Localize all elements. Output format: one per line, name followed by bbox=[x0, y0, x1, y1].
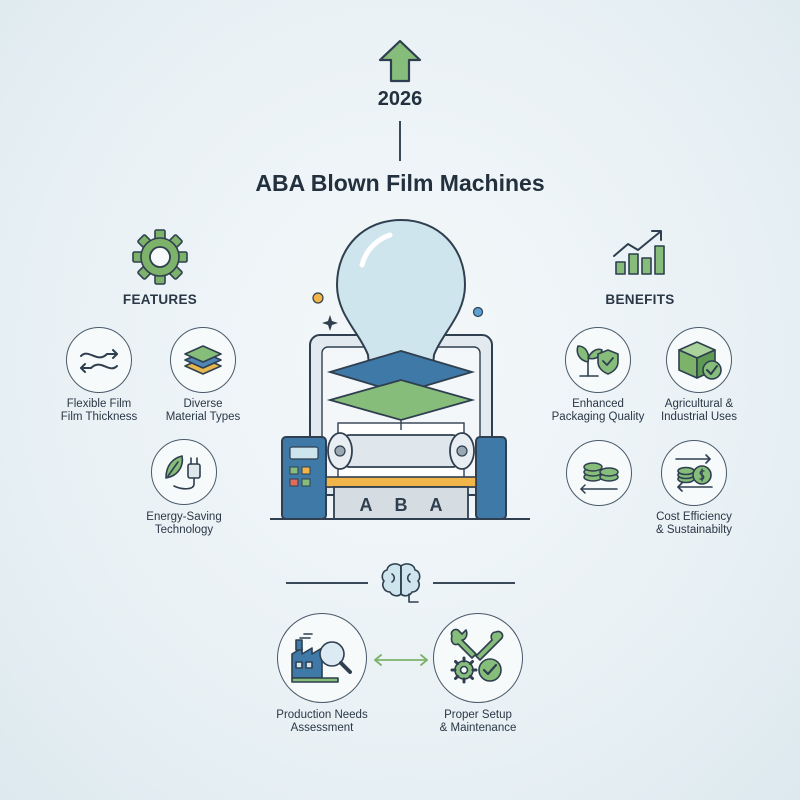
bottom-divider-right bbox=[433, 582, 515, 584]
benefit-packaging-quality-label: Enhanced Packaging Quality bbox=[543, 398, 653, 424]
production-needs-line1: Production Needs bbox=[276, 709, 368, 721]
benefit-agricultural-circle bbox=[666, 327, 732, 393]
setup-maintenance-line2: & Maintenance bbox=[439, 722, 517, 734]
factory-search-icon bbox=[291, 633, 352, 683]
layers-icon bbox=[184, 345, 222, 375]
feature-energy-saving-line2: Technology bbox=[154, 524, 214, 536]
up-arrow-icon bbox=[378, 39, 422, 83]
top-roller bbox=[339, 434, 463, 468]
production-needs-line2: Assessment bbox=[290, 722, 354, 734]
setup-maintenance-label: Proper Setup & Maintenance bbox=[418, 709, 538, 735]
machine-label-b: B bbox=[395, 495, 408, 515]
flow-arrows-icon bbox=[80, 349, 118, 373]
benefit-packaging-quality-circle bbox=[565, 327, 631, 393]
feature-diverse-material-label: Diverse Material Types bbox=[148, 398, 258, 424]
features-heading: FEATURES bbox=[122, 292, 198, 307]
machine-label-a1: A bbox=[360, 495, 373, 515]
feature-flexible-film-line1: Flexible Film bbox=[66, 398, 132, 410]
benefit-agricultural-line2: Industrial Uses bbox=[660, 411, 738, 423]
feature-diverse-material-line2: Material Types bbox=[165, 411, 241, 423]
feature-flexible-film-circle bbox=[66, 327, 132, 393]
coin-stack-icon bbox=[580, 462, 619, 494]
box-check-icon bbox=[678, 341, 722, 380]
feature-energy-saving-label: Energy-Saving Technology bbox=[128, 511, 240, 537]
green-plate bbox=[326, 379, 476, 421]
feature-energy-saving-circle bbox=[151, 439, 217, 505]
benefit-packaging-quality-line1: Enhanced bbox=[572, 398, 624, 410]
benefit-cost-efficiency-line1: Cost Efficiency bbox=[656, 511, 732, 523]
benefit-cost-efficiency-label: Cost Efficiency & Sustainabilty bbox=[638, 511, 750, 537]
page-title: ABA Blown Film Machines bbox=[255, 170, 545, 196]
sparkle-dot-orange bbox=[312, 292, 324, 304]
production-needs-label: Production Needs Assessment bbox=[262, 709, 382, 735]
growth-chart-icon bbox=[613, 230, 665, 275]
benefit-cost-efficiency-circle bbox=[661, 440, 727, 506]
feature-flexible-film-line2: Film Thickness bbox=[60, 411, 138, 423]
feature-diverse-material-line1: Diverse bbox=[183, 398, 223, 410]
benefits-heading: BENEFITS bbox=[605, 292, 675, 307]
leaf-plug-icon bbox=[165, 455, 201, 490]
brain-icon bbox=[381, 563, 421, 603]
feature-flexible-film-label: Flexible Film Film Thickness bbox=[44, 398, 154, 424]
benefit-agricultural-label: Agricultural & Industrial Uses bbox=[644, 398, 754, 424]
coin-exchange-icon bbox=[675, 454, 713, 492]
sparkle-star bbox=[322, 315, 338, 331]
double-arrow-icon bbox=[374, 654, 428, 666]
production-needs-circle bbox=[277, 613, 367, 703]
benefit-cost-efficiency-line2: & Sustainabilty bbox=[655, 524, 733, 536]
connector-line bbox=[399, 121, 401, 161]
year-label: 2026 bbox=[377, 88, 423, 110]
setup-maintenance-line1: Proper Setup bbox=[444, 709, 512, 721]
machine-label-a2: A bbox=[430, 495, 443, 515]
benefit-coin-stack-circle bbox=[566, 440, 632, 506]
benefit-packaging-quality-line2: Packaging Quality bbox=[551, 411, 645, 423]
bottom-divider-left bbox=[286, 582, 368, 584]
right-cabinet bbox=[475, 436, 507, 520]
feature-diverse-material-circle bbox=[170, 327, 236, 393]
gear-icon bbox=[132, 229, 188, 285]
sparkle-dot-blue bbox=[472, 306, 484, 318]
feature-energy-saving-line1: Energy-Saving bbox=[146, 511, 222, 523]
plant-shield-icon bbox=[576, 345, 619, 377]
setup-maintenance-circle bbox=[433, 613, 523, 703]
benefit-agricultural-line1: Agricultural & bbox=[664, 398, 734, 410]
tools-gear-icon bbox=[450, 628, 504, 684]
blown-film-machine-illustration: A B A bbox=[270, 218, 530, 520]
machine-base bbox=[325, 476, 477, 488]
